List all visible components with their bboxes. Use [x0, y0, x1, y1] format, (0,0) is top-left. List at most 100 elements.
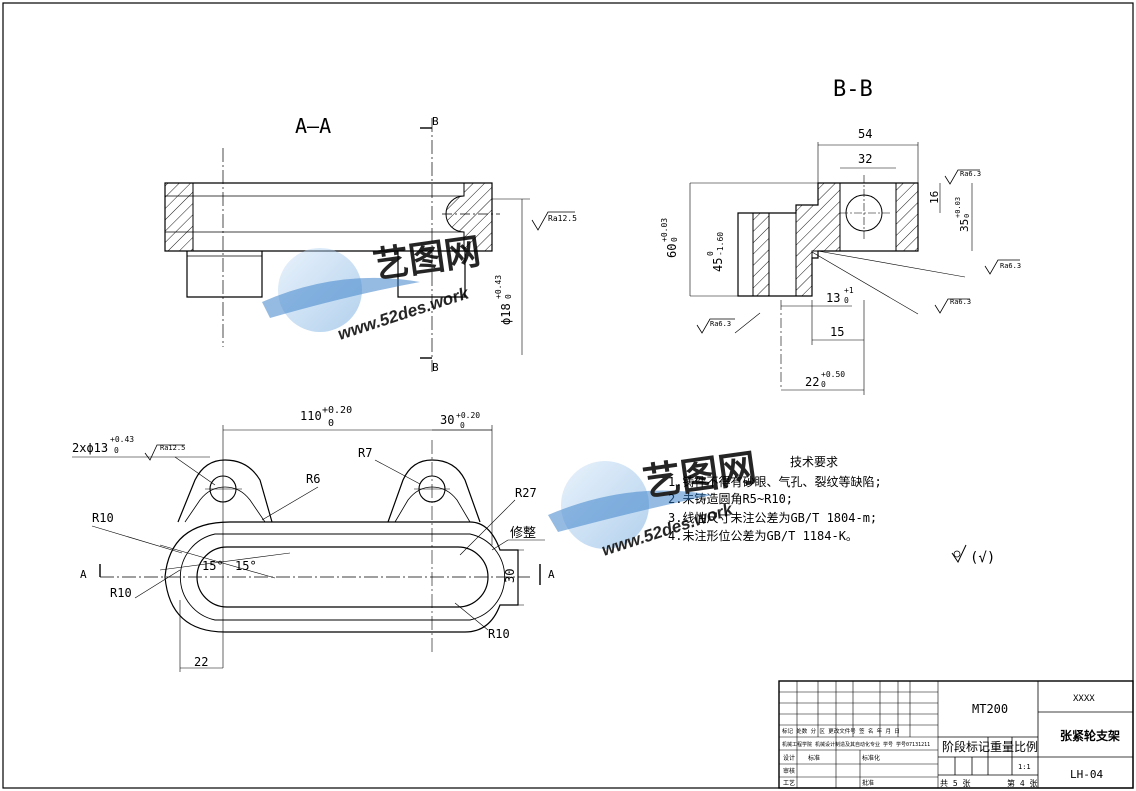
svg-text:Ra12.5: Ra12.5 — [548, 214, 577, 223]
bb-view-title: B-B — [833, 77, 873, 102]
title-block: 标记 处数 分 区 更改文件号 签 名 年 月 日 机械工程学院 机械设计制造及… — [778, 680, 1134, 789]
bb-dim-16: 16 — [928, 191, 941, 204]
svg-text:+1: +1 — [844, 286, 854, 295]
aa-lower-boss-2 — [397, 251, 466, 298]
tech-title: 技术要求 — [790, 455, 838, 469]
title-block-sheets-total: 共 5 张 — [940, 779, 970, 788]
title-block-drawing-no: LH-04 — [1070, 768, 1103, 781]
plan-middle-outline — [179, 533, 506, 621]
svg-text:30: 30 — [503, 569, 517, 583]
title-block-sheet-no: 第 4 张 — [1007, 778, 1037, 788]
svg-text:22: 22 — [805, 375, 819, 389]
plan-hole-callout: 2xϕ13 +0.43 0 Ra12.5 — [72, 435, 216, 486]
svg-text:ϕ18: ϕ18 — [499, 303, 513, 325]
title-block-scale-value: 1:1 — [1018, 763, 1031, 771]
aa-view-title: A—A — [295, 114, 331, 138]
bb-hatch-right — [895, 182, 919, 252]
plan-dim-110: 110 +0.20 0 — [300, 405, 352, 429]
svg-text:+0.03: +0.03 — [660, 218, 669, 242]
plan-r10-leader-c — [454, 602, 489, 631]
svg-text:+0.43: +0.43 — [494, 275, 503, 299]
plan-r27-leader — [459, 499, 516, 556]
plan-left-lug-inner — [184, 486, 266, 523]
plan-r10-label-c: R10 — [488, 627, 510, 641]
title-block-design: 设计 — [783, 754, 795, 762]
plan-trim-leader — [491, 539, 509, 551]
aa-lower-boss — [186, 251, 263, 298]
plan-r27-label: R27 — [515, 486, 537, 500]
watermark-brand-1: 艺图网 — [370, 230, 483, 286]
svg-text:Ra12.5: Ra12.5 — [160, 444, 185, 452]
tech-item-3: 3.线性尺寸未注公差为GB/T 1804-m; — [668, 510, 877, 525]
title-block-code-top: XXXX — [1073, 694, 1095, 704]
plan-angle-1: 15° — [202, 559, 224, 573]
section-a-label-left: A — [80, 568, 87, 581]
svg-text:30: 30 — [440, 413, 454, 427]
svg-text:Ra6.3: Ra6.3 — [710, 320, 731, 328]
plan-trim-label: 修整 — [510, 526, 536, 541]
aa-bore-dimension: ϕ18 +0.43 0 — [494, 275, 513, 325]
svg-text:0: 0 — [963, 214, 971, 218]
svg-text:-1.60: -1.60 — [716, 232, 725, 256]
title-block-scale: 比例 — [1014, 740, 1038, 754]
plan-r10-leader-b — [134, 569, 181, 599]
title-block-stage-mark: 阶段标记 — [942, 739, 990, 754]
section-aa-view: A—A B B ϕ18 +0.43 0 Ra12.5 — [164, 114, 577, 374]
tech-item-1: 1.铸件不得有砂眼、气孔、裂纹等缺陷; — [668, 474, 882, 489]
plan-angle-line — [159, 552, 291, 571]
title-block-row-2: 机械工程学院 机械设计制造及其自动化专业 学号 学号07131211 — [782, 741, 930, 748]
tech-item-4: 4.未注形位公差为GB/T 1184-K。 — [668, 528, 858, 543]
title-block-row-1: 标记 处数 分 区 更改文件号 签 名 年 月 日 — [782, 727, 900, 735]
title-block-process: 工艺 — [783, 779, 795, 787]
svg-text:+0.20: +0.20 — [456, 411, 480, 420]
title-block-right-grid — [938, 681, 1133, 788]
plan-r10-leader-a — [91, 525, 183, 554]
title-block-standard: 标准 — [808, 754, 820, 762]
section-b-label-top: B — [432, 115, 439, 128]
plan-r10-label-a: R10 — [92, 511, 114, 525]
general-roughness-symbol: (√) — [951, 544, 995, 566]
svg-text:45: 45 — [711, 258, 725, 272]
plan-outer-outline — [164, 521, 519, 633]
plan-r7-label: R7 — [358, 446, 372, 460]
bb-dim-22: 22 +0.50 0 — [805, 370, 845, 389]
bb-dim-45: 45 0 -1.60 — [706, 232, 725, 272]
bb-dim-60: 60 +0.03 0 — [660, 218, 679, 258]
svg-text:110: 110 — [300, 409, 322, 423]
section-b-label-bottom: B — [432, 361, 439, 374]
svg-text:Ra6.3: Ra6.3 — [950, 298, 971, 306]
svg-text:0: 0 — [706, 251, 715, 256]
roughness-symbol-bb-1: Ra6.3 — [944, 169, 981, 185]
roughness-symbol-bb-4: Ra6.3 — [696, 318, 735, 334]
bb-dim-32: 32 — [858, 152, 872, 166]
svg-text:60: 60 — [665, 244, 679, 258]
watermark-1: 艺图网 www.52des.work — [262, 230, 483, 344]
title-block-standardization: 标准化 — [862, 754, 880, 762]
aa-hatch-right — [445, 182, 493, 252]
svg-text:13: 13 — [826, 291, 840, 305]
bb-dim-35: 35 +0.03 0 — [954, 197, 971, 232]
svg-text:16: 16 — [928, 191, 941, 204]
title-block-material: MT200 — [972, 702, 1008, 716]
svg-text:0: 0 — [844, 296, 849, 305]
plan-dim-30-side: 30 — [503, 569, 517, 583]
section-a-label-right: A — [548, 568, 555, 581]
section-bb-view: B-B 54 32 16 35 +0.03 0 60 +0.03 — [660, 77, 1021, 395]
title-block-part-name: 张紧轮支架 — [1060, 728, 1120, 743]
roughness-symbol-bb-3: Ra6.3 — [934, 298, 971, 314]
plan-dim-30-top: 30 +0.20 0 — [440, 411, 480, 430]
plan-left-lug — [177, 459, 273, 523]
svg-text:Ra6.3: Ra6.3 — [960, 170, 981, 178]
svg-text:+0.50: +0.50 — [821, 370, 845, 379]
bb-hatch-left — [752, 212, 770, 297]
svg-text:0: 0 — [504, 294, 513, 299]
plan-right-lug — [387, 459, 481, 523]
title-block-review: 审核 — [783, 767, 795, 775]
svg-text:(√): (√) — [970, 550, 995, 566]
bb-leader — [817, 250, 966, 278]
plan-inner-slot — [196, 546, 489, 608]
title-block-grid — [779, 681, 939, 788]
svg-text:0: 0 — [821, 380, 826, 389]
